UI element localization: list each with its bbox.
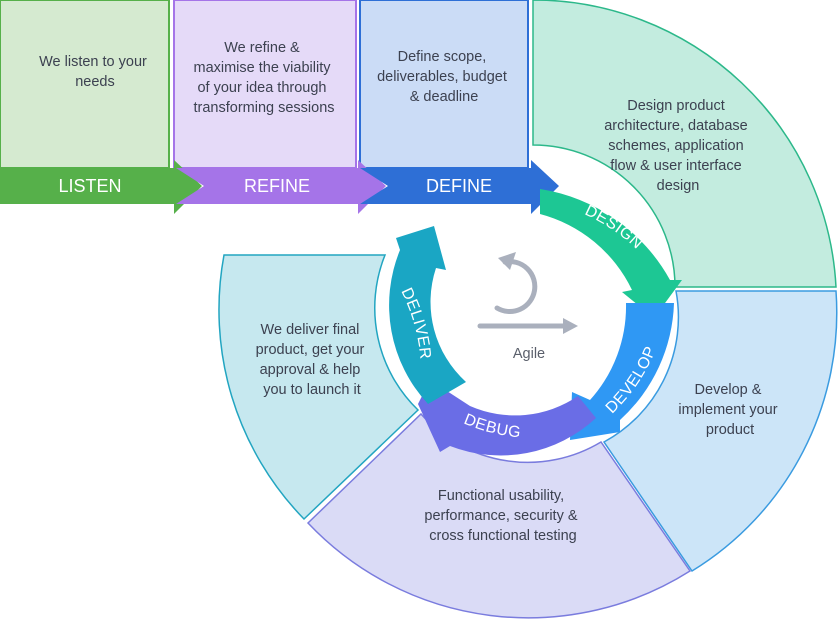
develop-description: Develop & implement your product (678, 382, 781, 438)
design-panel (532, 0, 837, 288)
refine-description: We refine & maximise the viability of yo… (193, 40, 334, 116)
debug-description: Functional usability, performance, secur… (424, 488, 581, 544)
deliver-panel (218, 254, 420, 521)
define-label: DEFINE (426, 176, 492, 196)
agile-label: Agile (513, 346, 545, 362)
develop-arc (570, 303, 674, 440)
agile-arrow-top-icon (498, 252, 516, 270)
refine-arrow (176, 160, 386, 214)
refine-label: REFINE (244, 176, 310, 196)
listen-arrow (0, 160, 202, 214)
deliver-description: We deliver final product, get your appro… (256, 322, 369, 398)
debug-arc (418, 380, 596, 456)
debug-panel (306, 412, 692, 619)
develop-panel (602, 290, 838, 573)
agile-cycle-icon (477, 259, 569, 329)
design-arc (540, 189, 682, 318)
define-card (359, 0, 529, 169)
listen-label: LISTEN (58, 176, 121, 196)
define-description: Define scope, deliverables, budget & dea… (377, 49, 511, 105)
define-arrow (360, 160, 559, 214)
design-description: Design product architecture, database sc… (604, 98, 752, 194)
refine-card (173, 0, 357, 169)
agile-arrow-right-icon (563, 318, 578, 334)
listen-description: We listen to your needs (39, 54, 151, 90)
deliver-arc (389, 226, 466, 404)
